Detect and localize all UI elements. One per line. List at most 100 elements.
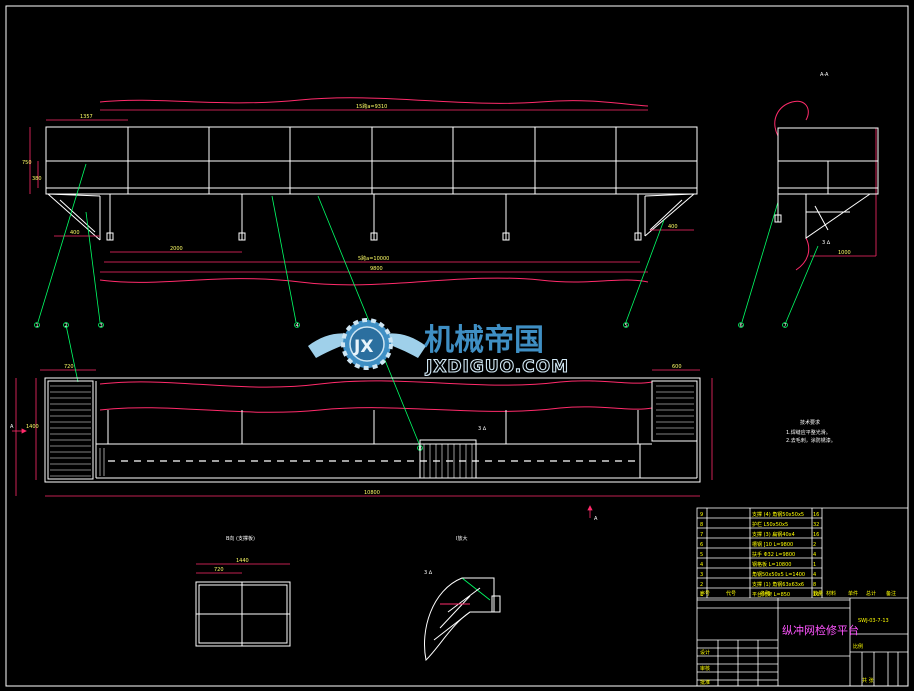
watermark: JX 机械帝国 JXDIGUO.COM bbox=[308, 318, 569, 378]
bom-cell-qty: 8 bbox=[813, 582, 816, 588]
svg-text:JX: JX bbox=[353, 337, 373, 357]
callout-balloon bbox=[34, 322, 40, 328]
tech-notes-title: 技术要求 bbox=[800, 419, 820, 426]
watermark-title: 机械帝国 bbox=[424, 323, 544, 358]
detail-i-label: I放大 bbox=[456, 535, 467, 542]
bom-cell-name: 钢格板 L=10800 bbox=[752, 561, 791, 568]
bom-cell-name: 护栏 L50x50x5 bbox=[752, 521, 788, 528]
bom-header-total: 总计 bbox=[866, 590, 876, 597]
bom-cell-qty: 16 bbox=[813, 532, 819, 538]
section-label-aa: A-A bbox=[820, 72, 829, 78]
dim-overall: 9800 bbox=[370, 266, 383, 272]
callout-balloon bbox=[294, 322, 300, 328]
sheet-label: 共 张 bbox=[862, 677, 874, 684]
bom-cell-name: 平台托架 L=850 bbox=[752, 591, 790, 598]
bom-cell-qty: 16 bbox=[813, 512, 819, 518]
callout-number: 4 bbox=[296, 323, 299, 329]
dim-side-width: 1000 bbox=[838, 250, 851, 256]
bom-cell-name: 支撑 (1) 角钢63x63x6 bbox=[752, 581, 804, 588]
callout-number: 7 bbox=[784, 323, 787, 329]
dim-bay-total: 5跨a=10000 bbox=[358, 255, 389, 262]
front-elevation bbox=[45, 126, 698, 241]
callout-number: 5 bbox=[625, 323, 628, 329]
gear-wings-logo-icon: JX bbox=[308, 318, 426, 370]
dim-height-left: 750 bbox=[22, 160, 32, 166]
dim-bracket-right: 400 bbox=[668, 224, 678, 230]
dim-plan-total: 10800 bbox=[364, 490, 380, 496]
callout-balloon bbox=[98, 322, 104, 328]
checker-label: 审核 bbox=[700, 665, 710, 672]
callout-markers bbox=[34, 322, 788, 451]
callout-number: 2 bbox=[65, 323, 68, 329]
bom-cell-qty: 16 bbox=[813, 592, 819, 598]
bom-cell-no: 3 bbox=[700, 572, 703, 578]
bom-cell-no: 5 bbox=[700, 552, 703, 558]
bom-cell-qty: 4 bbox=[813, 572, 816, 578]
bom-cell-name: 支撑 (3) 扁钢40x4 bbox=[752, 531, 795, 538]
drawing-number: SWJ-03-7-13 bbox=[858, 618, 889, 624]
bom-cell-qty: 2 bbox=[813, 542, 816, 548]
weld-symbol-side: 3 ∆ bbox=[822, 240, 831, 246]
dim-detail-width: 1440 bbox=[236, 558, 249, 564]
dim-plan-height: 1400 bbox=[26, 424, 39, 430]
designer-label: 设计 bbox=[700, 649, 710, 656]
side-view-aa bbox=[774, 127, 879, 239]
bom-header-material: 材料 bbox=[826, 590, 836, 597]
dim-bracket-left: 400 bbox=[70, 230, 80, 236]
callout-number: 1 bbox=[36, 323, 39, 329]
bom-header-qty: 数量 bbox=[813, 590, 823, 597]
dim-plan-right: 600 bbox=[672, 364, 682, 370]
bom-cell-qty: 1 bbox=[813, 562, 816, 568]
plan-marker-left: A bbox=[10, 424, 14, 430]
detail-b-label: B向 (支撑板) bbox=[226, 535, 255, 542]
callout-balloon bbox=[623, 322, 629, 328]
view-arrows bbox=[12, 428, 593, 518]
approver-label: 批准 bbox=[700, 679, 710, 686]
bom-cell-no: 2 bbox=[700, 582, 703, 588]
tech-note-2: 2.去毛刺，涂防锈漆。 bbox=[786, 437, 836, 444]
watermark-site: JXDIGUO.COM bbox=[425, 357, 569, 377]
dim-bay: 2000 bbox=[170, 246, 183, 252]
bom-cell-name: 支撑 (4) 角钢50x50x5 bbox=[752, 511, 804, 518]
detail-b-view bbox=[195, 581, 291, 647]
scale-label: 比例 bbox=[853, 643, 863, 650]
dim-plan-left: 720 bbox=[64, 364, 74, 370]
bom-header-name: 名称 bbox=[760, 590, 770, 597]
title-block bbox=[696, 507, 909, 687]
drawing-border bbox=[5, 5, 909, 687]
bom-cell-name: 槽钢 [10 L=9800 bbox=[752, 541, 793, 548]
bom-cell-qty: 4 bbox=[813, 552, 816, 558]
bom-cell-name: 角钢50x50x5 L=1400 bbox=[752, 571, 805, 578]
weld-symbol-detail: 3 ∆ bbox=[424, 570, 433, 576]
bom-cell-no: 8 bbox=[700, 522, 703, 528]
drawing-title: 纵冲网检修平台 bbox=[782, 623, 859, 637]
bom-header-remark: 备注 bbox=[886, 590, 896, 597]
bom-cell-no: 7 bbox=[700, 532, 703, 538]
dim-rail-mid: 380 bbox=[32, 176, 42, 182]
bom-header-code: 代号 bbox=[726, 590, 736, 597]
bom-header-no: 序号 bbox=[700, 590, 710, 597]
callout-balloon bbox=[738, 322, 744, 328]
dim-detail-a: 720 bbox=[214, 567, 224, 573]
weld-symbol-plan: 3 ∆ bbox=[478, 426, 487, 432]
callout-balloon bbox=[782, 322, 788, 328]
detail-i-view bbox=[424, 577, 501, 662]
bom-cell-qty: 32 bbox=[813, 522, 819, 528]
bom-cell-name: 扶手 Φ32 L=9800 bbox=[752, 551, 795, 558]
dimension-lines bbox=[15, 109, 877, 574]
callout-number: 8 bbox=[419, 446, 422, 452]
callout-number: 6 bbox=[740, 323, 743, 329]
dim-total-top: 15跨a=9310 bbox=[356, 103, 387, 110]
bom-cell-no: 4 bbox=[700, 562, 703, 568]
dim-span-top: 1357 bbox=[80, 114, 93, 120]
plan-view bbox=[44, 377, 701, 483]
callout-number: 3 bbox=[100, 323, 103, 329]
callout-balloon bbox=[63, 322, 69, 328]
bom-header-unit: 单件 bbox=[848, 590, 858, 597]
bom-cell-no: 6 bbox=[700, 542, 703, 548]
plan-marker-bottom: A bbox=[594, 516, 598, 522]
bom-cell-no: 1 bbox=[700, 592, 703, 598]
break-lines bbox=[99, 97, 810, 413]
